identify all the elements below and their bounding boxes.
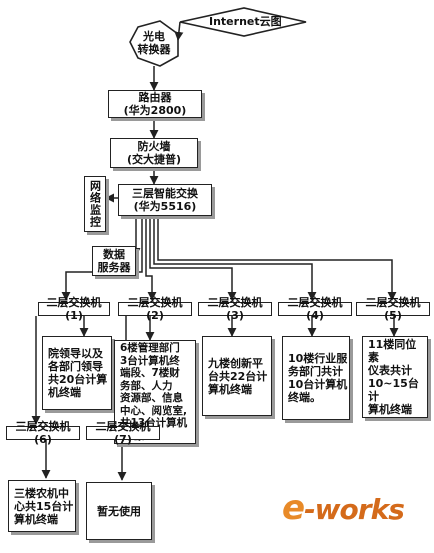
network-monitor-box: 网络监控 bbox=[84, 176, 106, 232]
data-server-box: 数据 服务器 bbox=[92, 246, 136, 276]
switch-6-description: 三楼农机中 心共15台计 算机终端 bbox=[8, 480, 76, 532]
switch-5-box: 二层交换机(5) bbox=[356, 296, 430, 322]
internet-cloud-label: Internet云图 bbox=[209, 15, 282, 28]
switch-3-box: 二层交换机(3) bbox=[198, 296, 272, 322]
network-monitor-label: 网络监控 bbox=[88, 180, 102, 228]
switch-4-description: 10楼行业服 务部门共计 10台计算机 终端。 bbox=[282, 336, 350, 420]
switch-2-description: 6楼管理部门 3台计算机终 端段、7楼财 务部、人力 资源部、信息 中心、阅览室… bbox=[114, 340, 196, 444]
switch-3-description: 九楼创新平 台共22台计 算机终端 bbox=[202, 336, 272, 416]
switch-4-box: 二层交换机(4) bbox=[278, 296, 352, 322]
switch-2-box: 二层交换机(2) bbox=[118, 296, 192, 322]
switch-7-box: 二层交换机(7) bbox=[86, 420, 160, 446]
converter-label: 光电 转换器 bbox=[137, 30, 171, 56]
switch-7-description: 暂无使用 bbox=[86, 482, 152, 540]
firewall-box: 防火墙 (交大捷普) bbox=[110, 138, 198, 168]
internet-cloud-shape bbox=[179, 7, 307, 37]
switch-5-description: 11楼同位素 仪表共计 10~15台计 算机终端 bbox=[362, 336, 428, 418]
converter-hexagon-shape bbox=[129, 20, 179, 67]
eworks-logo: e-works bbox=[282, 488, 405, 528]
core-switch-box: 三层智能交换 (华为5516) bbox=[118, 184, 212, 216]
switch-1-box: 二层交换机(1) bbox=[38, 296, 110, 322]
router-box: 路由器 (华为2800) bbox=[108, 90, 202, 118]
switch-6-box: 三层交换机(6) bbox=[6, 420, 80, 446]
switch-1-description: 院领导以及 各部门领导 共20台计算 机终端 bbox=[42, 336, 112, 410]
